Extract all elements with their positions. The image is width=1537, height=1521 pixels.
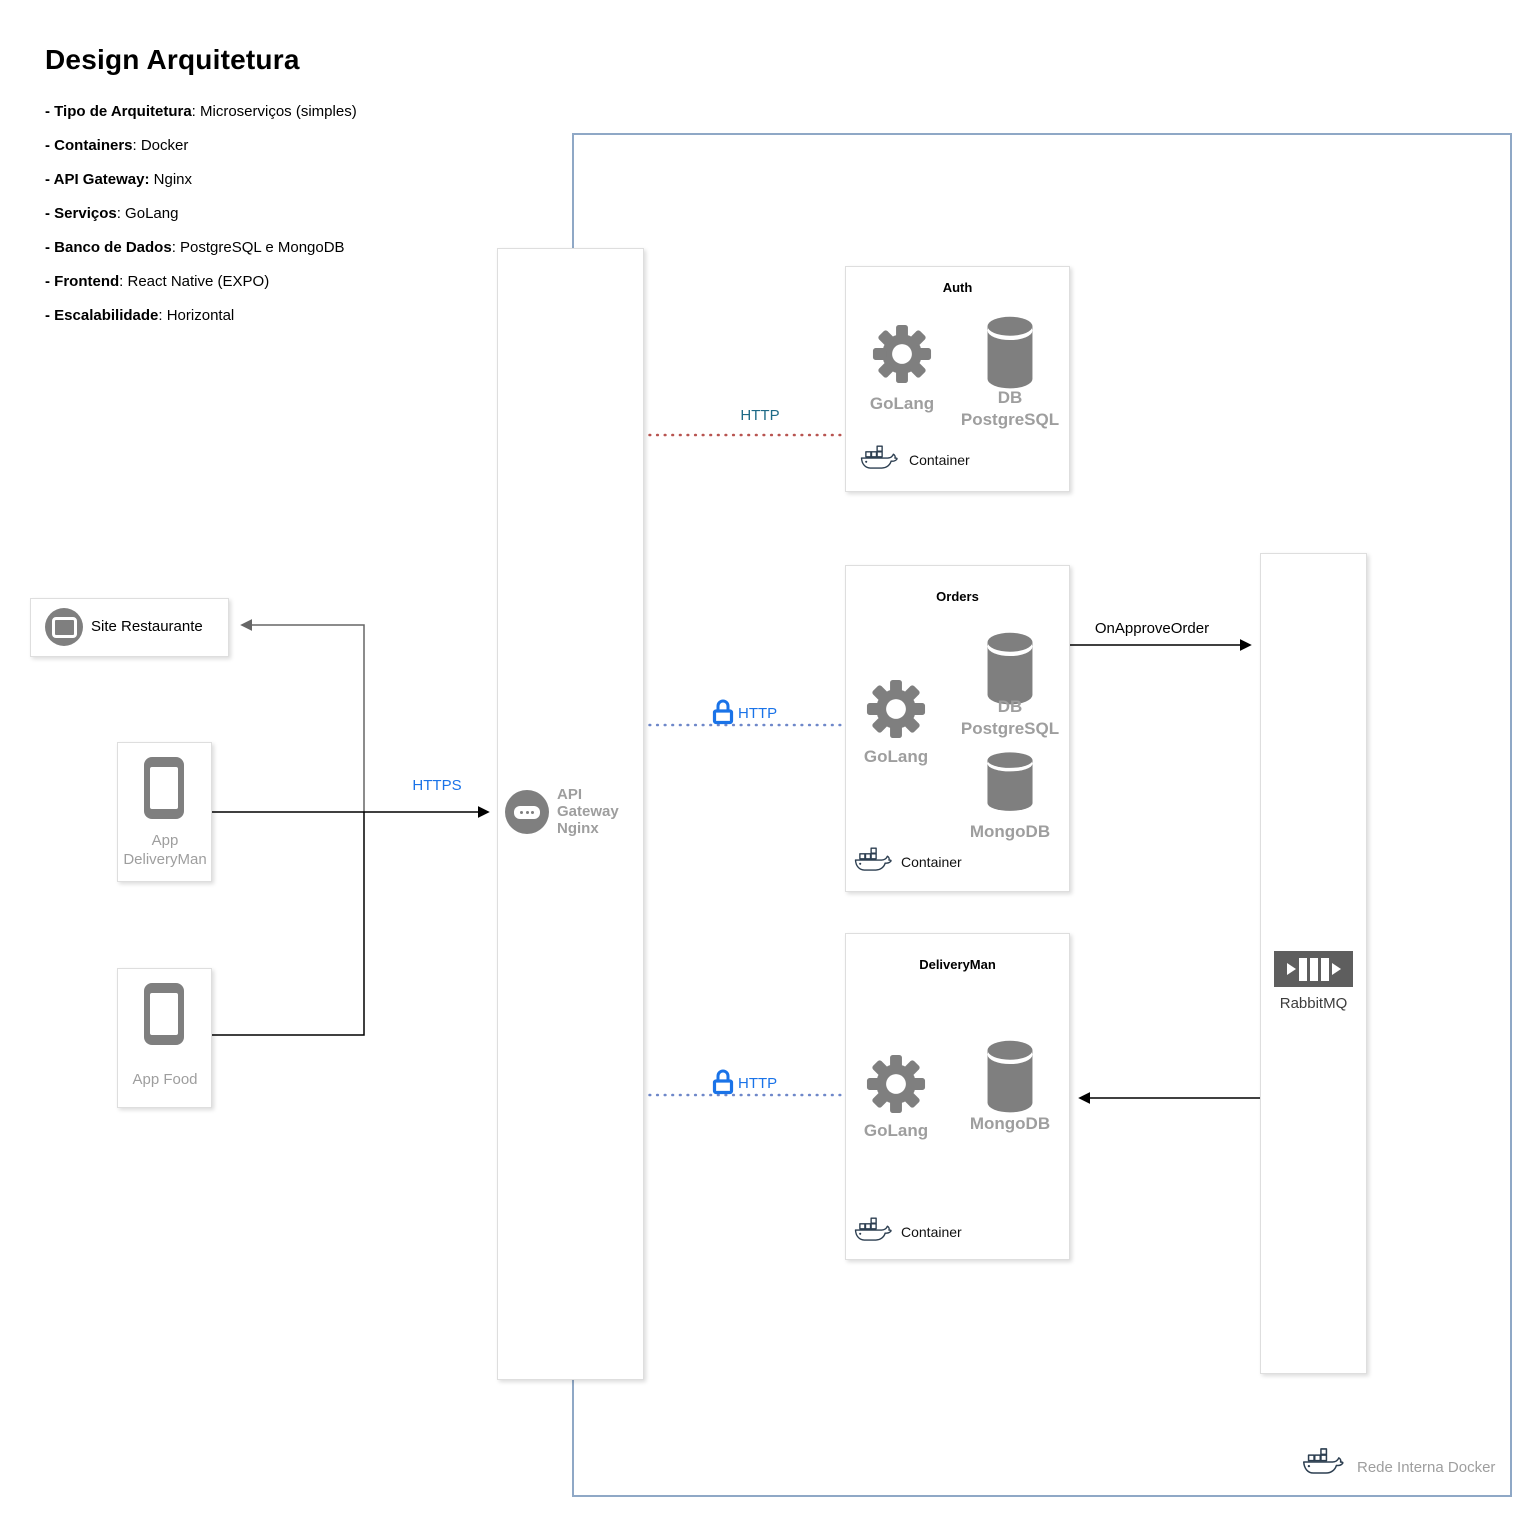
database-icon xyxy=(987,752,1033,811)
database-icon xyxy=(987,316,1033,389)
node-auth-service: Auth GoLang DB PostgreSQL Container xyxy=(845,266,1070,492)
lock-icon xyxy=(712,1069,734,1095)
spec-item: - API Gateway: Nginx xyxy=(45,171,193,188)
edge-appfood-junction xyxy=(210,812,365,1036)
spec-item: - Frontend: React Native (EXPO) xyxy=(45,273,270,290)
phone-icon xyxy=(144,983,184,1045)
page-title: Design Arquitetura xyxy=(45,44,300,75)
gateway-icon xyxy=(505,790,549,834)
node-api-gateway: API Gateway Nginx xyxy=(497,248,644,1380)
database-icon xyxy=(987,1040,1033,1113)
node-app-food: App Food xyxy=(117,968,212,1108)
docker-whale-icon xyxy=(854,1217,892,1241)
orders-db-secondary-label: MongoDB xyxy=(969,822,1051,841)
spec-item: - Containers: Docker xyxy=(45,137,189,154)
gear-icon xyxy=(866,679,926,739)
edge-label-https: HTTPS xyxy=(412,777,462,794)
database-icon xyxy=(987,632,1033,705)
network-legend-label: Rede Interna Docker xyxy=(1357,1459,1496,1476)
deliveryman-golang-label: GoLang xyxy=(863,1121,929,1140)
edge-label-http-auth: HTTP xyxy=(740,407,780,424)
spec-item: - Tipo de Arquitetura: Microserviços (si… xyxy=(45,103,357,120)
docker-whale-icon xyxy=(860,445,898,469)
display-icon xyxy=(45,608,83,646)
edge-label-http-orders: HTTP xyxy=(712,698,777,725)
edge-label-onapproveorder: OnApproveOrder xyxy=(1094,620,1210,637)
phone-icon xyxy=(144,757,184,819)
node-rabbitmq: RabbitMQ xyxy=(1260,553,1367,1374)
orders-container-label: Container xyxy=(901,854,962,870)
edge-label-http-deliveryman: HTTP xyxy=(712,1068,777,1095)
spec-item: - Escalabilidade: Horizontal xyxy=(45,307,235,324)
deliveryman-db-label: MongoDB xyxy=(969,1114,1051,1133)
spec-list: - Tipo de Arquitetura: Microserviços (si… xyxy=(45,104,357,342)
auth-title: Auth xyxy=(942,280,973,295)
rabbitmq-label: RabbitMQ xyxy=(1279,995,1348,1012)
deliveryman-container-label: Container xyxy=(901,1224,962,1240)
site-restaurante-label: Site Restaurante xyxy=(91,618,203,635)
node-site-restaurante: Site Restaurante xyxy=(30,598,229,657)
edge-site-restaurante xyxy=(240,619,365,812)
docker-whale-icon xyxy=(1302,1448,1344,1474)
node-app-deliveryman: App DeliveryMan xyxy=(117,742,212,882)
node-deliveryman-service: DeliveryMan GoLang MongoDB Container xyxy=(845,933,1070,1260)
gear-icon xyxy=(872,324,932,384)
app-food-label: App Food xyxy=(132,1071,198,1088)
node-orders-service: Orders GoLang DB PostgreSQL MongoDB xyxy=(845,565,1070,892)
orders-golang-label: GoLang xyxy=(863,747,929,766)
spec-item: - Banco de Dados: PostgreSQL e MongoDB xyxy=(45,239,345,256)
lock-icon xyxy=(712,699,734,725)
api-gateway-label: API Gateway Nginx xyxy=(557,786,619,837)
app-deliveryman-label: App DeliveryMan xyxy=(123,832,207,868)
orders-title: Orders xyxy=(936,589,979,604)
auth-db-label: DB PostgreSQL xyxy=(960,388,1060,429)
auth-golang-label: GoLang xyxy=(869,394,935,413)
spec-item: - Serviços: GoLang xyxy=(45,205,179,222)
docker-whale-icon xyxy=(854,847,892,871)
auth-container-label: Container xyxy=(909,452,970,468)
orders-db-primary-label: DB PostgreSQL xyxy=(960,697,1060,738)
deliveryman-title: DeliveryMan xyxy=(919,957,996,972)
rabbitmq-icon xyxy=(1274,951,1353,987)
gear-icon xyxy=(866,1054,926,1114)
